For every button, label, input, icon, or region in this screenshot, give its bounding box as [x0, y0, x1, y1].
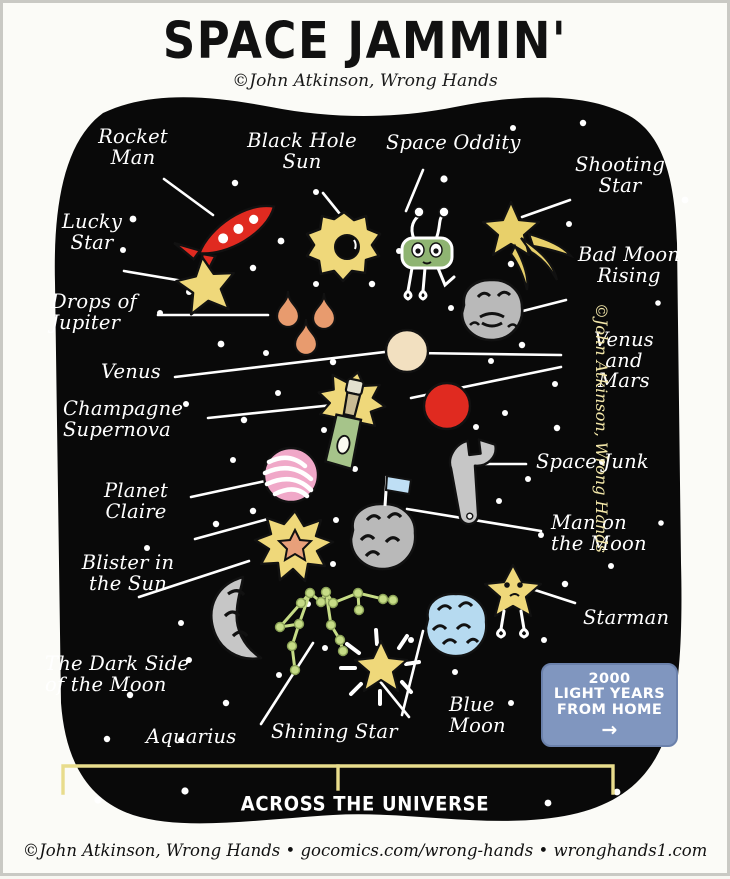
label-aquarius: Aquarius [146, 725, 237, 748]
sign-line-2: LIGHT YEARS [553, 686, 666, 703]
constellation-nodes [274, 586, 399, 676]
pink-planet-icon [262, 446, 320, 504]
shooting-star-icon [481, 200, 575, 291]
bad-moon-icon [460, 278, 524, 342]
label-black-hole-sun: Black Hole Sun [247, 129, 357, 173]
label-dark-side-of-moon: The Dark Side of the Moon [45, 652, 190, 696]
wrench-icon [448, 438, 497, 526]
label-planet-claire: Planet Claire [103, 479, 169, 523]
label-venus: Venus [101, 360, 161, 383]
sign-arrow-icon: → [601, 719, 618, 742]
venus-planet-icon [384, 328, 430, 374]
label-starman: Starman [583, 606, 670, 629]
starman-icon [483, 563, 543, 639]
mars-planet-icon [422, 381, 472, 431]
label-bad-moon-rising: Bad Moon Rising [577, 243, 681, 287]
label-blister-in-the-sun: Blister in the Sun [81, 551, 175, 595]
label-man-on-the-moon: Man on the Moon [551, 511, 647, 555]
label-blue-moon: Blue Moon [449, 693, 506, 737]
light-years-sign[interactable]: 2000 LIGHT YEARS FROM HOME → [541, 663, 678, 747]
across-the-universe-label: ACROSS THE UNIVERSE [240, 793, 490, 816]
leader-lines [122, 168, 577, 726]
label-drops-of-jupiter: Drops of Jupiter [51, 290, 137, 334]
shining-star-icon [339, 628, 421, 706]
label-lucky-star: Lucky Star [61, 210, 123, 254]
star-dots [94, 119, 689, 807]
bottom-bracket [61, 764, 615, 795]
label-shooting-star: Shooting Star [574, 153, 666, 197]
crescent-moon-icon [210, 575, 263, 661]
black-hole-sun-icon [305, 210, 382, 283]
label-shining-star: Shining Star [271, 720, 398, 743]
label-champagne-supernova: Champagne Supernova [63, 397, 184, 441]
label-space-oddity: Space Oddity [386, 131, 521, 154]
label-space-junk: Space Junk [536, 450, 649, 473]
blue-moon-icon [424, 592, 488, 658]
label-rocket-man: Rocket Man [98, 125, 168, 169]
footer-credit: ©John Atkinson, Wrong Hands • gocomics.c… [22, 841, 708, 860]
sign-line-3: FROM HOME [556, 701, 663, 718]
flag-moon-icon [349, 474, 417, 571]
page-title: SPACE JAMMIN' [162, 11, 568, 71]
space-illustration [54, 97, 689, 824]
side-credit: ©John Atkinson, Wrong Hands [592, 303, 611, 553]
comic-stage: SPACE JAMMIN' ©John Atkinson, Wrong Hand… [3, 3, 727, 873]
champagne-bottle-icon [317, 370, 387, 471]
header-credit: ©John Atkinson, Wrong Hands [232, 71, 498, 91]
sign-line-1: 2000 [588, 670, 631, 687]
alien-icon [400, 206, 456, 301]
jupiter-drops-icon [275, 290, 337, 357]
label-venus-and-mars: Venus and Mars [594, 328, 654, 393]
sun-burst-icon [253, 509, 335, 583]
lucky-star-icon [175, 256, 235, 316]
